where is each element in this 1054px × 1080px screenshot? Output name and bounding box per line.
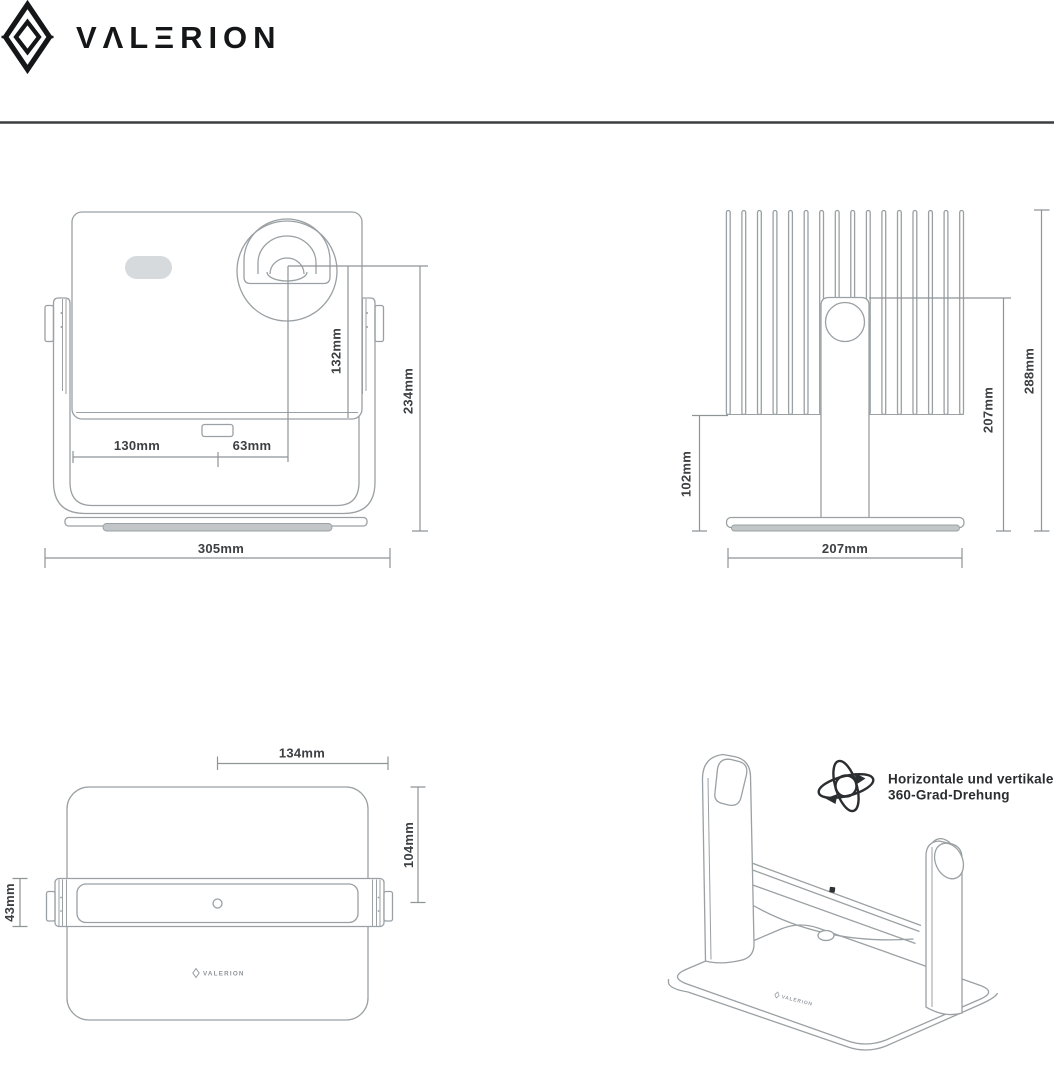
hinge-tab-right-top <box>383 890 394 922</box>
lens-front <box>236 218 338 322</box>
perspective-view-drawing: VALERION Horizontale und vertikale 360-G… <box>667 753 1054 1051</box>
dim-label-130mm: 130mm <box>114 438 160 453</box>
dim-label-134mm: 134mm <box>279 746 325 761</box>
top-view-drawing: VALERION 134mm 104mm 43mm <box>2 746 426 1021</box>
front-view-drawing: 130mm 63mm 132mm 234mm 305mm <box>44 211 428 568</box>
base-pad-front <box>102 523 333 532</box>
rotation-caption-line2: 360-Grad-Drehung <box>888 788 1010 803</box>
mini-logo-text: VALERION <box>203 971 245 978</box>
rotation-caption-line1: Horizontale und vertikale <box>888 772 1054 787</box>
hinge-tab-left <box>44 304 55 343</box>
stand-arm-left <box>701 753 755 964</box>
pivot-knob <box>824 301 866 343</box>
hinge-pad-left <box>714 758 748 806</box>
360-rotation-orbit-icon <box>817 759 875 813</box>
stand-base-plate <box>676 924 990 1045</box>
hinge-tab-left-top <box>45 890 56 922</box>
stand-column <box>820 296 870 520</box>
valerion-diamond-icon: VALERION <box>192 967 245 979</box>
dim-label-305mm: 305mm <box>198 541 244 556</box>
crossbar-foot <box>817 929 835 942</box>
dim-label-207mm-column: 207mm <box>981 387 996 433</box>
hinge-knob-right <box>933 842 965 880</box>
crossbar-button <box>829 886 836 893</box>
dim-label-102mm: 102mm <box>679 451 694 497</box>
handle-bar-top <box>54 877 385 928</box>
dim-label-207mm-base: 207mm <box>822 541 868 556</box>
projector-body-front <box>71 211 363 420</box>
dim-label-104mm: 104mm <box>401 822 416 868</box>
pivot-center-hole <box>212 898 223 909</box>
mount-notch <box>201 423 234 438</box>
base-pad-back <box>731 524 960 532</box>
stand-crossbar <box>738 858 922 945</box>
sensor-pill <box>125 256 172 279</box>
stand-arm-right <box>925 840 963 1016</box>
hinge-tab-right <box>374 304 385 343</box>
brand-header: VΛLΞRION <box>1 0 281 75</box>
valerion-diamond-icon <box>1 0 54 75</box>
brand-logo-text: VΛLΞRION <box>76 20 281 55</box>
back-view-drawing: 102mm 207mm 288mm 207mm <box>679 209 1050 568</box>
dim-label-288mm: 288mm <box>1022 348 1037 394</box>
dim-label-234mm: 234mm <box>401 368 416 414</box>
dim-label-43mm: 43mm <box>2 883 17 922</box>
heatsink-fins <box>725 209 965 416</box>
dim-label-132mm: 132mm <box>329 328 344 374</box>
dim-label-63mm: 63mm <box>233 438 272 453</box>
